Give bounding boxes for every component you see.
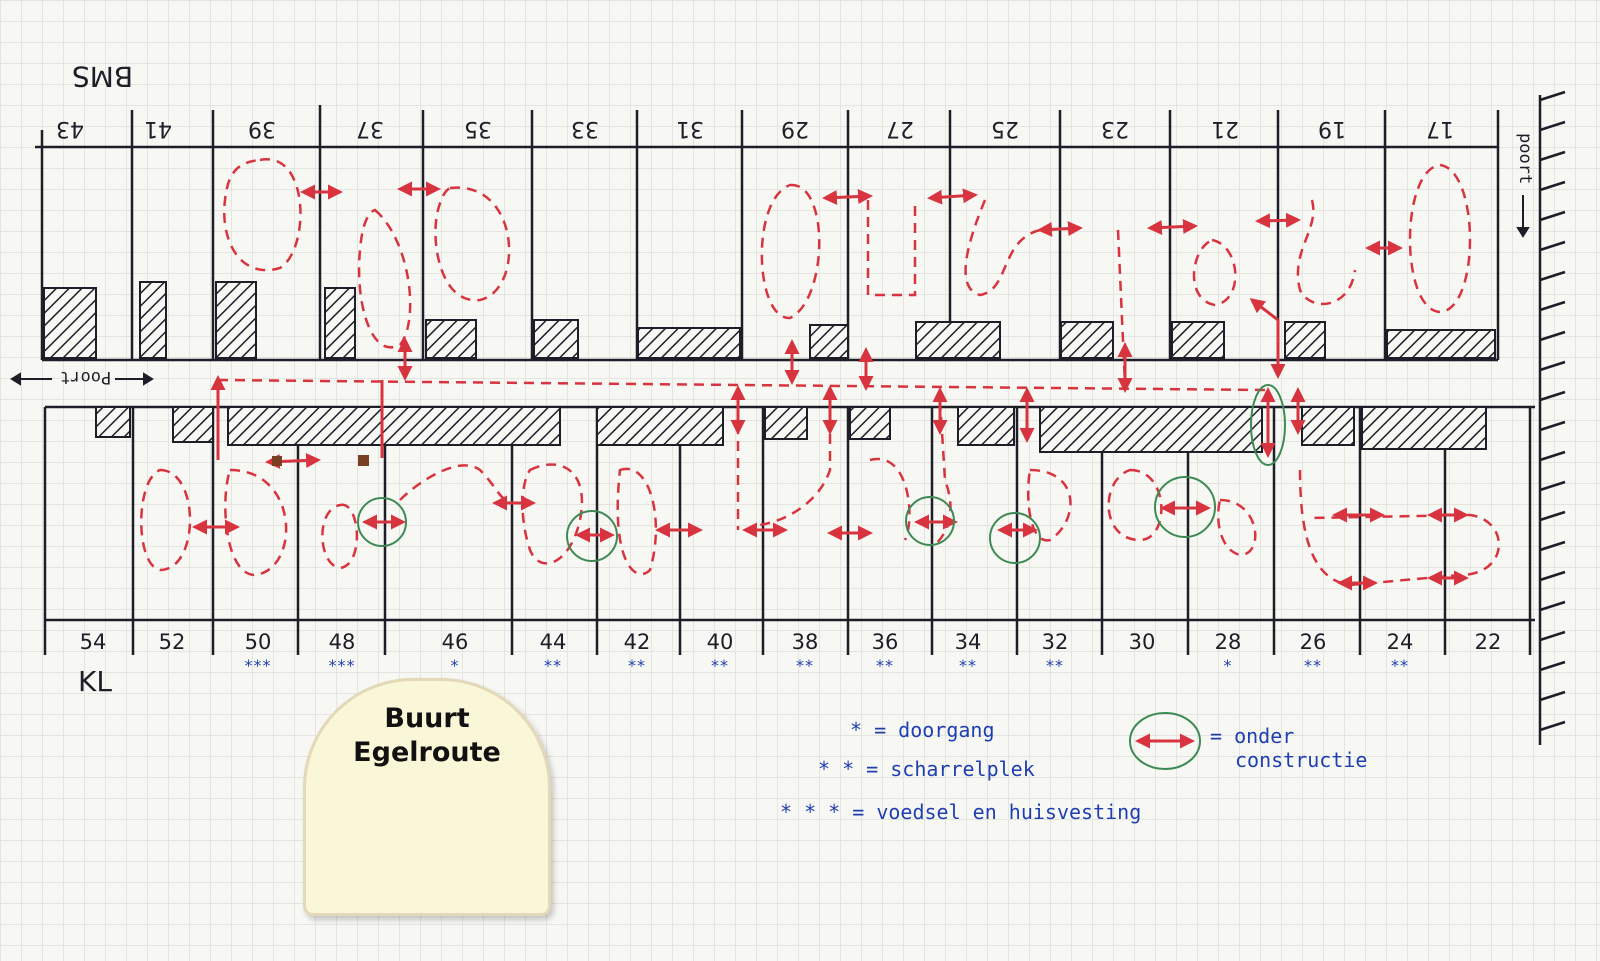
badge-line-2: Egelroute [353, 737, 501, 768]
top-house-number: 39 [248, 116, 276, 141]
legend-constructie: constructie [1235, 748, 1368, 772]
top-house-number: 23 [1101, 116, 1129, 141]
star-rating: ** [711, 656, 729, 675]
star-rating: ** [876, 656, 894, 675]
legend-onder: = onder [1210, 724, 1295, 748]
top-house-number: 27 [886, 116, 914, 141]
bottom-house-number: 46 [441, 630, 469, 654]
top-house-number: 31 [676, 116, 704, 141]
top-house-number: 41 [144, 116, 172, 141]
bottom-street-label: KL [78, 665, 112, 698]
buurt-egelroute-badge: Buurt Egelroute [303, 678, 551, 916]
hedgehog-routes [140, 158, 1501, 587]
bottom-house-number: 38 [791, 630, 819, 654]
star-rating: ** [1304, 656, 1322, 675]
legend-voedsel: * * * = voedsel en huisvesting [780, 800, 1142, 824]
top-street-label: BMS [72, 60, 134, 93]
star-rating: ** [796, 656, 814, 675]
gate-arrows [10, 195, 1530, 386]
top-house-number: 25 [991, 116, 1019, 141]
top-house-number: 33 [571, 116, 599, 141]
right-fence [1538, 90, 1566, 745]
badge-line-1: Buurt [384, 703, 470, 734]
star-rating: * [450, 656, 460, 675]
star-rating: *** [244, 656, 272, 675]
star-rating: ** [544, 656, 562, 675]
gate-label-middle: Poort [60, 367, 112, 387]
feeding-boxes [272, 455, 369, 466]
top-house-number: 17 [1426, 116, 1454, 141]
top-sheds [43, 281, 1496, 359]
bottom-sheds [95, 406, 1487, 453]
bottom-house-number: 54 [79, 630, 107, 654]
star-rating: ** [628, 656, 646, 675]
bottom-house-number: 30 [1128, 630, 1156, 654]
star-rating: ** [1046, 656, 1064, 675]
bottom-house-number: 40 [706, 630, 734, 654]
top-house-number: 43 [56, 116, 84, 141]
gate-label-right: poort [1515, 133, 1535, 185]
bottom-house-number: 36 [871, 630, 899, 654]
bottom-house-number: 32 [1041, 630, 1069, 654]
top-house-number: 37 [356, 116, 384, 141]
star-rating: * [1223, 656, 1233, 675]
bottom-house-number: 42 [623, 630, 651, 654]
bottom-house-number: 28 [1214, 630, 1242, 654]
top-house-number: 35 [464, 116, 492, 141]
top-house-number: 19 [1318, 116, 1346, 141]
under-construction-markers [357, 384, 1286, 564]
top-house-number: 29 [781, 116, 809, 141]
bottom-house-number: 48 [328, 630, 356, 654]
legend-construction-symbol [1129, 712, 1201, 770]
bottom-house-number: 24 [1386, 630, 1414, 654]
bottom-house-number: 50 [244, 630, 272, 654]
top-block [35, 105, 1500, 362]
bottom-house-number: 26 [1299, 630, 1327, 654]
bottom-house-number: 44 [539, 630, 567, 654]
passage-arrows [192, 181, 1469, 591]
bottom-house-number: 22 [1474, 630, 1502, 654]
bottom-house-number: 52 [158, 630, 186, 654]
star-rating: ** [959, 656, 977, 675]
star-rating: *** [328, 656, 356, 675]
bottom-house-number: 34 [954, 630, 982, 654]
top-house-number: 21 [1211, 116, 1239, 141]
legend-doorgang: * = doorgang [850, 718, 995, 742]
legend-scharrelplek: * * = scharrelplek [818, 757, 1035, 781]
star-rating: ** [1391, 656, 1409, 675]
